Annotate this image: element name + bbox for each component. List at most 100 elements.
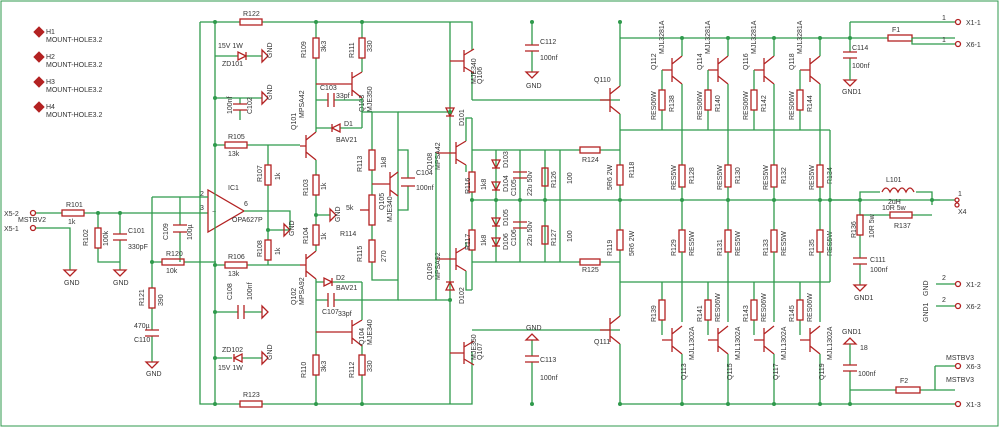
d103-label: D103: [503, 151, 510, 168]
r128-label: R128: [689, 167, 696, 184]
r118-value: 5R6 2W: [607, 164, 614, 190]
r115-value: 270: [381, 250, 388, 262]
r127-label: R127: [551, 229, 558, 246]
r113-label: R113: [357, 156, 364, 172]
q111-label: Q111: [594, 339, 610, 346]
mount-hole-h1: H1 MOUNT-HOLE3.2: [33, 26, 103, 44]
r127-value: 100: [567, 230, 574, 242]
c107-value: 33pf: [338, 311, 352, 318]
ground-symbol: [261, 350, 269, 366]
mount-hole-h2: H2 MOUNT-HOLE3.2: [33, 51, 103, 69]
resistor-r117: [468, 229, 476, 251]
r117-label: R117: [465, 234, 472, 250]
q104-value: MJE340: [367, 319, 374, 345]
capacitor-c106: [513, 221, 527, 229]
q117-value: MJL1302A: [781, 326, 788, 360]
c114-label: C114: [852, 45, 868, 52]
r109-label: R109: [301, 41, 308, 58]
ground-symbol: [144, 361, 160, 369]
potentiometer-r114: [368, 194, 376, 226]
r143-value: RES06W: [761, 293, 768, 322]
ground-symbol: [842, 79, 858, 87]
q118-value: MJL3281A: [797, 20, 804, 54]
resistor-r111: [358, 37, 366, 59]
pin6-label: 6: [244, 201, 248, 208]
c104-value: 100nf: [416, 185, 434, 192]
q115-value: MJL1302A: [735, 326, 742, 360]
connector-x1-2: 2 X1-2 GND: [923, 275, 981, 296]
x1-2-label: X1-2: [966, 282, 981, 289]
gnd1-label: GND1: [923, 302, 930, 322]
transistor-q112: [662, 55, 683, 85]
c110-value: 470µ: [134, 323, 150, 330]
gnd1-label: GND1: [842, 329, 862, 336]
r103-label: R103: [303, 179, 310, 196]
gnd-label: GND: [267, 344, 274, 360]
transistor-q110: [600, 85, 621, 115]
capacitor-c118: [843, 364, 857, 372]
r105-label: R105: [228, 134, 245, 141]
mount-hole-value: MOUNT-HOLE3.2: [46, 62, 103, 69]
resistor-r105: [224, 141, 248, 149]
q108-label: Q108: [427, 153, 434, 170]
c108-value: 100nf: [247, 282, 254, 300]
r112-label: R112: [349, 362, 356, 378]
transistor-q109: [436, 246, 467, 272]
output-lower-bank: [662, 325, 821, 355]
q112-label: Q112: [651, 53, 658, 70]
resistor-r118: [616, 164, 624, 186]
c105-label: C105: [511, 179, 518, 196]
r112-value: 330: [367, 360, 374, 372]
resistor-r142: [750, 89, 758, 111]
q119-value: MJL1302A: [827, 326, 834, 360]
mount-hole-value: MOUNT-HOLE3.2: [46, 112, 103, 119]
resistor-r115: [368, 239, 376, 263]
resistor-r136: [856, 214, 864, 236]
resistor-r119: [616, 229, 624, 251]
l101-value: 2uH: [888, 199, 901, 206]
pin-number: 1: [942, 37, 946, 44]
resistor-r108: [264, 239, 272, 261]
zd101-label: ZD101: [222, 61, 243, 68]
q101-label: Q101: [291, 113, 298, 130]
mount-hole-ref: H2: [46, 54, 55, 61]
r128-value: RES5W: [671, 165, 678, 190]
connector-x6-3: MSTBV3 X6-3: [934, 355, 981, 390]
output-upper-bank: [662, 55, 821, 85]
r116-value: 1k8: [481, 179, 488, 190]
r115-label: R115: [357, 246, 364, 262]
r138-value: RES06W: [651, 91, 658, 120]
resistor-r112: [358, 354, 366, 376]
mount-hole-value: MOUNT-HOLE3.2: [46, 87, 103, 94]
q109-label: Q109: [427, 263, 434, 280]
c106-label: C106: [511, 229, 518, 246]
resistor-r120: [161, 258, 185, 266]
q109-value: MPSA92: [435, 252, 442, 280]
r132-label: R132: [781, 167, 788, 184]
c103-label: C103: [320, 85, 337, 92]
transistor-q117: [754, 325, 775, 355]
r139-label: R139: [651, 305, 658, 322]
mount-hole-h4: H4 MOUNT-HOLE3.2: [33, 101, 103, 119]
gnd-label: GND: [289, 220, 296, 236]
pin-number: 1: [958, 191, 962, 198]
x6-3-label: X6-3: [966, 364, 981, 371]
q113-value: MJL1302A: [689, 326, 696, 360]
r107-value: 1k: [275, 172, 282, 180]
q104-label: Q104: [359, 328, 366, 345]
ground-symbol: [112, 269, 128, 277]
pin-number: 2: [942, 275, 946, 282]
q110-label: Q110: [594, 77, 611, 84]
r108-value: 1k: [275, 247, 282, 255]
mount-hole-ref: H1: [46, 29, 55, 36]
transistor-q104: [316, 319, 363, 347]
capacitor-c111: [853, 257, 867, 265]
transistor-q113: [662, 325, 683, 355]
connector-x1-1: 1 X1-1: [942, 15, 981, 27]
resistor-r133: [770, 229, 778, 253]
r136-value: 10R 5w: [869, 213, 876, 238]
transistor-q103: [316, 71, 363, 99]
mount-hole-h3: H3 MOUNT-HOLE3.2: [33, 76, 103, 94]
d1-label: D1: [344, 121, 353, 128]
zd102-value: 15V 1W: [218, 365, 243, 372]
